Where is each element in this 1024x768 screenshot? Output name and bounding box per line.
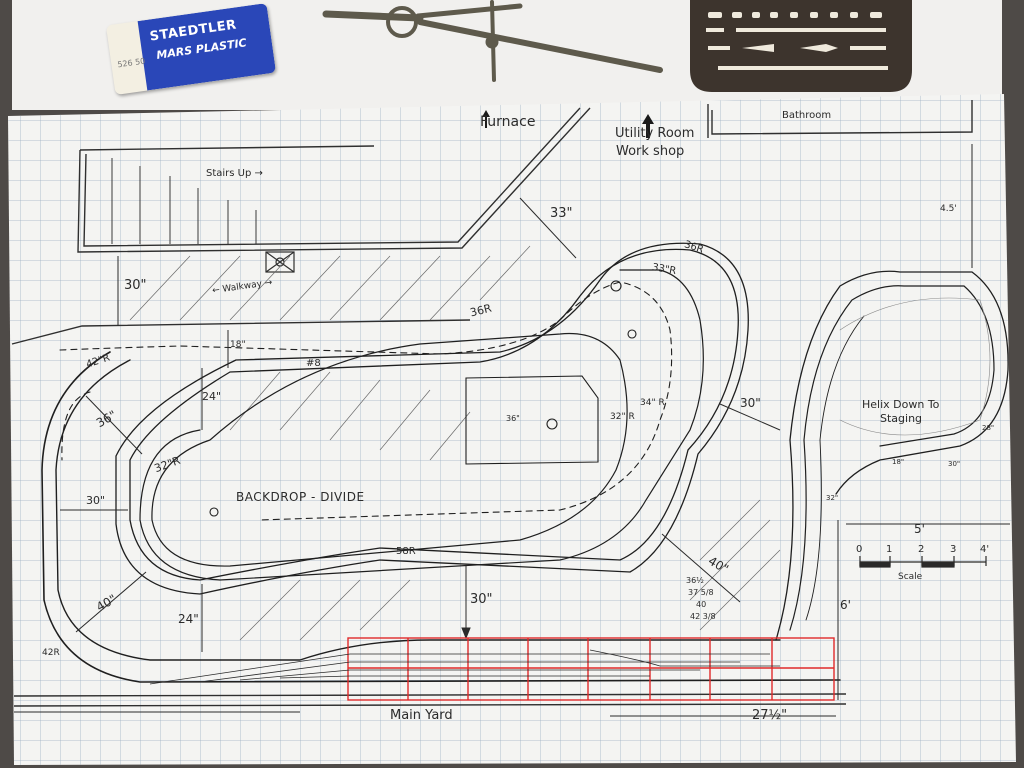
- radius-list-2: 37 5/8: [688, 588, 714, 597]
- dim-30-side: 30": [86, 494, 106, 507]
- floor-drain-icon: [265, 251, 295, 273]
- helix-label-line2: Staging: [880, 412, 923, 425]
- eraser-code: 526 50: [116, 56, 146, 70]
- dim-24-bottom: 24": [178, 612, 199, 626]
- dim-42r: 42R: [42, 648, 60, 658]
- stairs-label: Stairs Up →: [206, 168, 263, 179]
- radius-list-3: 40: [696, 600, 707, 609]
- backdrop-divide-line: [59, 281, 673, 521]
- inner-reversing-track: [151, 332, 628, 567]
- drafting-compass-icon: [322, 0, 663, 82]
- helix-track-guide: [805, 315, 865, 621]
- bathroom-label: Bathroom: [782, 110, 832, 121]
- peninsula-track: [139, 269, 704, 581]
- dimension-lines: [14, 144, 1010, 717]
- helix-dim-32: 32": [826, 494, 839, 502]
- staging-ellipse: [839, 297, 991, 436]
- dim-5: 5': [914, 522, 925, 536]
- dim-36-inner: 36": [506, 414, 520, 423]
- outer-benchwork-edge: [41, 351, 841, 683]
- dim-24-mid: 24": [202, 390, 222, 403]
- turnout-number-label: #8: [306, 358, 321, 369]
- dim-30-left: 30": [124, 278, 147, 293]
- scale-tick-0: 0: [856, 544, 863, 555]
- utility-room-label: Utility Room: [615, 126, 695, 141]
- helix-track-inner: [789, 285, 995, 631]
- dim-32r-inner: 32" R: [610, 412, 635, 422]
- dim-6: 6': [840, 598, 851, 612]
- arrow-up-icon: [482, 110, 654, 138]
- scale-label: Scale: [898, 572, 923, 582]
- scale-tick-3: 3: [950, 544, 957, 555]
- main-yard-grid: [347, 637, 835, 701]
- scale-tick-2: 2: [918, 544, 925, 555]
- track-plan: [41, 242, 1009, 683]
- graph-paper: [8, 94, 1016, 765]
- dim-58r: 58R: [396, 546, 416, 557]
- outer-main-line: [55, 359, 781, 661]
- dim-33-top: 33": [550, 206, 573, 221]
- helix-label-line1: Helix Down To: [862, 398, 940, 411]
- main-yard-label: Main Yard: [390, 708, 453, 723]
- dim-30-right: 30": [740, 396, 761, 410]
- dim-34r: 34" R: [640, 398, 665, 408]
- dim-18: 18": [230, 340, 246, 350]
- radius-list-1: 36½: [686, 576, 704, 585]
- markers: [209, 280, 637, 517]
- yard-ladder-tracks: [149, 649, 780, 685]
- center-yard-box: [465, 375, 599, 465]
- work-shop-label: Work shop: [616, 144, 685, 159]
- dim-27-half: 27½": [752, 708, 788, 723]
- dim-4-5: 4.5': [940, 204, 957, 214]
- outer-loop-track: [129, 248, 739, 581]
- dim-30-yard: 30": [470, 592, 493, 607]
- scale-tick-1: 1: [886, 544, 893, 555]
- room-walls: [11, 100, 973, 707]
- inner-loop-track: [115, 242, 749, 595]
- stairs: [111, 158, 257, 244]
- scale-tick-4: 4': [980, 544, 990, 555]
- lettering-stencil: [690, 0, 912, 92]
- scale-bar: [859, 556, 987, 568]
- aisle-hatching: [129, 245, 781, 641]
- backdrop-divide-label: BACKDROP - DIVIDE: [236, 490, 365, 504]
- helix-dim-28: 28": [982, 424, 995, 432]
- helix-dim-30: 30": [948, 460, 961, 468]
- furnace-label: Furnace: [480, 114, 536, 130]
- radius-list-4: 42 3/8: [690, 612, 716, 621]
- helix-track-outer: [775, 270, 1009, 641]
- helix-dim-18: 18": [892, 458, 905, 466]
